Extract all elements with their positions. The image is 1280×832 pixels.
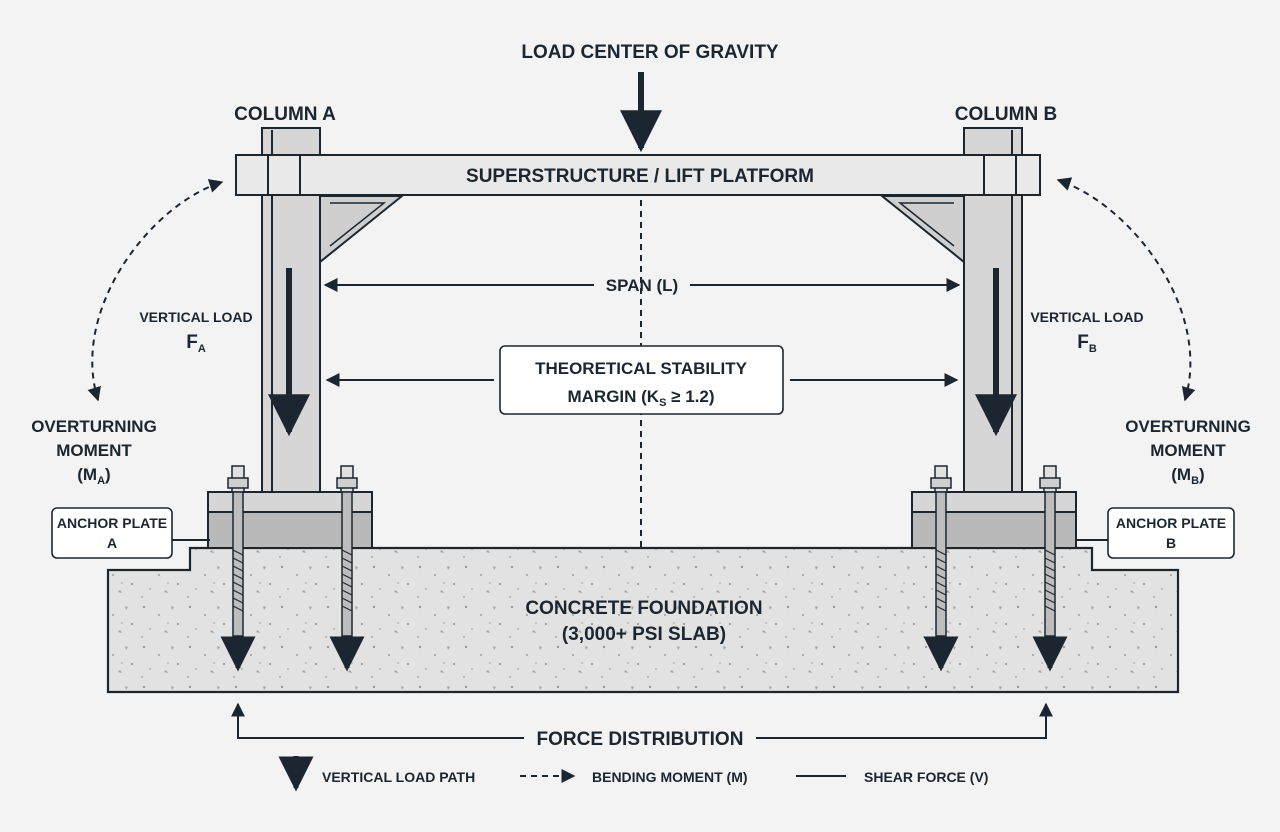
overturning-b-line2: MOMENT — [1150, 441, 1226, 460]
column-a-label: COLUMN A — [234, 104, 336, 125]
anchor-plate-a-callout — [51, 507, 173, 559]
foundation-line2: (3,000+ PSI SLAB) — [562, 624, 726, 645]
column-b-label: COLUMN B — [955, 104, 1057, 125]
overturning-a-symbol: (MA) — [77, 465, 110, 487]
vertical-load-b-label: VERTICAL LOAD — [1030, 309, 1143, 325]
overturning-a-line2: MOMENT — [56, 441, 132, 460]
anchor-plate-a-letter: A — [107, 535, 117, 551]
anchor-bolt-a2 — [336, 465, 358, 637]
span-label: SPAN (L) — [606, 276, 678, 295]
anchor-plate-a-label: ANCHOR PLATE — [57, 515, 167, 531]
overturning-b-symbol: (MB) — [1171, 465, 1204, 487]
legend: VERTICAL LOAD PATH BENDING MOMENT (M) SH… — [278, 756, 988, 792]
platform-label: SUPERSTRUCTURE / LIFT PLATFORM — [466, 166, 814, 187]
stability-box — [499, 345, 784, 415]
stability-line2: MARGIN (KS ≥ 1.2) — [567, 387, 714, 409]
force-b-symbol: FB — [1077, 332, 1097, 355]
legend-shear-force-label: SHEAR FORCE (V) — [864, 769, 988, 785]
gusset-a — [319, 195, 405, 265]
anchor-bolt-b1 — [930, 465, 952, 637]
anchor-plate-b-label: ANCHOR PLATE — [1116, 515, 1226, 531]
concrete-foundation — [106, 546, 1180, 694]
legend-bending-moment-label: BENDING MOMENT (M) — [592, 769, 748, 785]
overturning-arc-b — [1056, 177, 1196, 402]
anchor-bolt-a1 — [227, 465, 249, 637]
stability-line1: THEORETICAL STABILITY — [535, 359, 748, 378]
overturning-b-line1: OVERTURNING — [1125, 417, 1251, 436]
legend-vertical-load-label: VERTICAL LOAD PATH — [322, 769, 475, 785]
force-a-symbol: FA — [186, 332, 206, 355]
anchor-plate-b-letter: B — [1166, 535, 1176, 551]
overturning-arc-a — [87, 179, 224, 402]
foundation-line1: CONCRETE FOUNDATION — [525, 598, 762, 619]
overturning-a-line1: OVERTURNING — [31, 417, 157, 436]
force-distribution-bracket-left — [231, 702, 524, 739]
vertical-load-a-label: VERTICAL LOAD — [139, 309, 252, 325]
anchor-bolt-b2 — [1039, 465, 1061, 637]
force-distribution-label: FORCE DISTRIBUTION — [537, 729, 744, 750]
lift-platform — [235, 154, 1041, 196]
diagram-title: LOAD CENTER OF GRAVITY — [521, 42, 779, 63]
force-distribution-bracket-right — [756, 702, 1053, 739]
anchor-plate-b-callout — [1107, 507, 1235, 559]
gusset-b — [879, 195, 965, 265]
